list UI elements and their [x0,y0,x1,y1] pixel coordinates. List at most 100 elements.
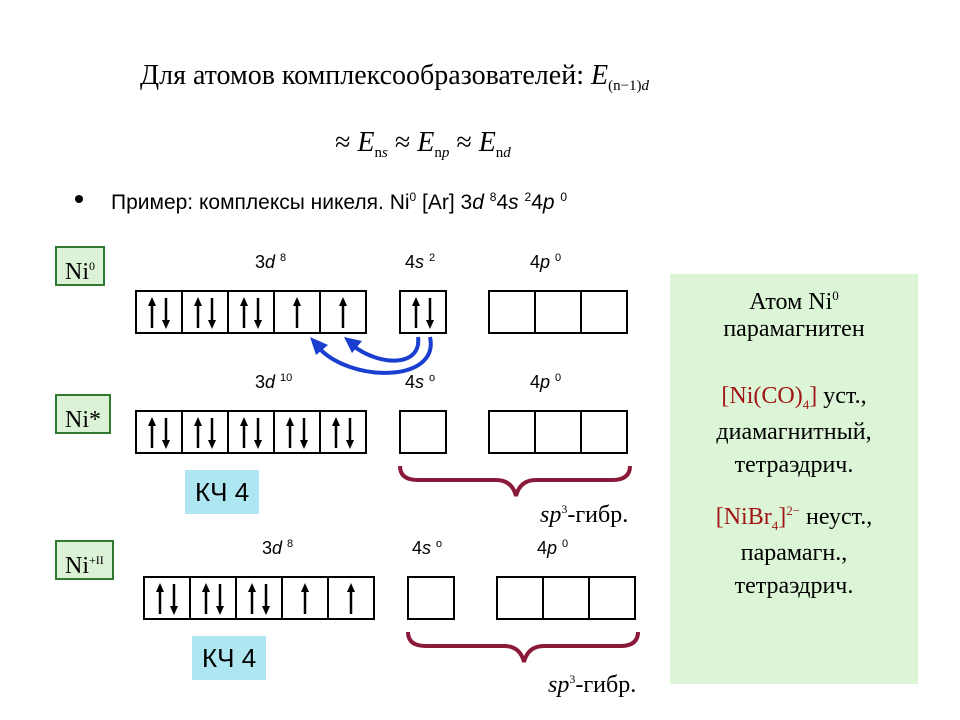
spin-down-arrow-head [346,440,354,449]
cells-4s [399,290,447,334]
promotion-arrow-outer [316,336,433,375]
label-ni-plus-two: Ni+II [55,540,114,580]
cells-4p [496,576,636,620]
electron-arrows [412,297,434,329]
electron-arrows [339,297,347,328]
hybrid-brace [398,465,632,497]
panel-tetrahedral-2: тетраэдрич. [734,572,854,599]
electron-arrows [240,417,262,449]
hybridization-label: sp3-гибр. [540,502,629,528]
electron-arrows [240,297,262,329]
orbital-label-4p: 4p 0 [537,538,569,558]
panel-paramagn: парамагн., [740,539,848,566]
empty-orbital [409,578,453,618]
coordination-number-badge: КЧ 4 [185,470,260,514]
orbital-cell [407,576,455,620]
promotion-arrow-inner [350,336,421,363]
example-bullet: Пример: комплексы никеля. Ni0 [Ar] 3d 84… [75,190,567,215]
empty-orbital [490,292,534,332]
promotion-arrowhead-inner [344,337,362,353]
spin-down-arrow-head [208,320,216,329]
orbital-cell [143,576,191,620]
orbital-cell [281,576,329,620]
spin-down-arrow-head [208,440,216,449]
spin-up-arrow-head [301,583,309,592]
orbital-cell [319,410,367,454]
spin-up-arrow-head [240,297,248,306]
spin-up-arrow-head [240,417,248,426]
panel-tetrahedral-1: тетраэдрич. [734,451,854,478]
label-ni-excited: Ni* [55,394,111,434]
spin-down-arrow-head [170,606,178,615]
cells-3d [143,576,375,620]
orbital-cell [181,410,229,454]
spin-down-arrow-head [254,440,262,449]
properties-panel: Атом Ni0 парамагнитен [Ni(CO)4] уст., ди… [670,274,918,684]
electron-arrows [293,297,301,328]
orbital-cell [319,290,367,334]
orbital-cell [327,576,375,620]
empty-orbital [536,292,580,332]
empty-orbital [582,412,626,452]
orbital-cell [273,290,321,334]
empty-orbital [498,578,542,618]
spin-down-arrow-head [262,606,270,615]
spin-up-arrow-head [347,583,355,592]
orbital-cell [189,576,237,620]
empty-orbital [536,412,580,452]
energy-equation: ≈ Ens ≈ Enp ≈ End [335,127,511,161]
orbital-label-4p: 4p 0 [530,372,562,392]
orbital-cell [181,290,229,334]
electron-arrows [332,417,354,449]
orbital-cell [227,410,275,454]
electron-arrows [194,417,216,449]
hybridization-label: sp3-гибр. [548,672,637,698]
spin-up-arrow-head [286,417,294,426]
electron-arrows [301,583,309,614]
orbital-cell [135,290,183,334]
cells-4p [488,410,628,454]
electron-promotion-arrows [310,336,433,375]
electron-arrows [202,583,224,615]
spin-down-arrow-head [254,320,262,329]
spin-up-arrow-head [332,417,340,426]
orbital-label-4p: 4p 0 [530,252,562,272]
orbital-label-3d: 3d 8 [262,538,294,558]
orbital-cell [534,290,582,334]
spin-up-arrow-head [194,297,202,306]
spin-up-arrow-head [339,297,347,306]
panel-complex-co: [Ni(CO)4] уст., [721,383,867,412]
orbital-cell [588,576,636,620]
orbital-cell [273,410,321,454]
orbital-label-4s: 4s o [405,372,436,392]
orbital-label-3d: 3d 10 [255,372,293,392]
cells-4s [399,410,447,454]
spin-up-arrow-head [194,417,202,426]
label-ni0: Ni0 [55,246,105,286]
empty-orbital [582,292,626,332]
panel-diamagnetic: диамагнитный, [716,418,872,445]
spin-down-arrow-head [300,440,308,449]
spin-down-arrow-head [162,320,170,329]
orbital-label-4s: 4s 2 [405,252,436,272]
heading: Для атомов комплексообразователей: E(n−1… [140,60,650,94]
electron-arrows [248,583,270,615]
orbital-cell [534,410,582,454]
empty-orbital [590,578,634,618]
electron-arrows [347,583,355,614]
orbital-cell [488,290,536,334]
spin-up-arrow-head [202,583,210,592]
empty-orbital [490,412,534,452]
empty-orbital [401,412,445,452]
orbital-cell [135,410,183,454]
electron-arrows [286,417,308,449]
promotion-arrowhead-outer [310,337,328,355]
bullet-dot [75,195,83,204]
heading-subscript: (n−1)d [608,78,650,94]
spin-up-arrow-head [248,583,256,592]
orbital-label-3d: 3d 8 [255,252,287,272]
spin-up-arrow-head [412,297,420,306]
orbital-cell [580,290,628,334]
orbital-cell [399,410,447,454]
electron-arrows [148,417,170,449]
